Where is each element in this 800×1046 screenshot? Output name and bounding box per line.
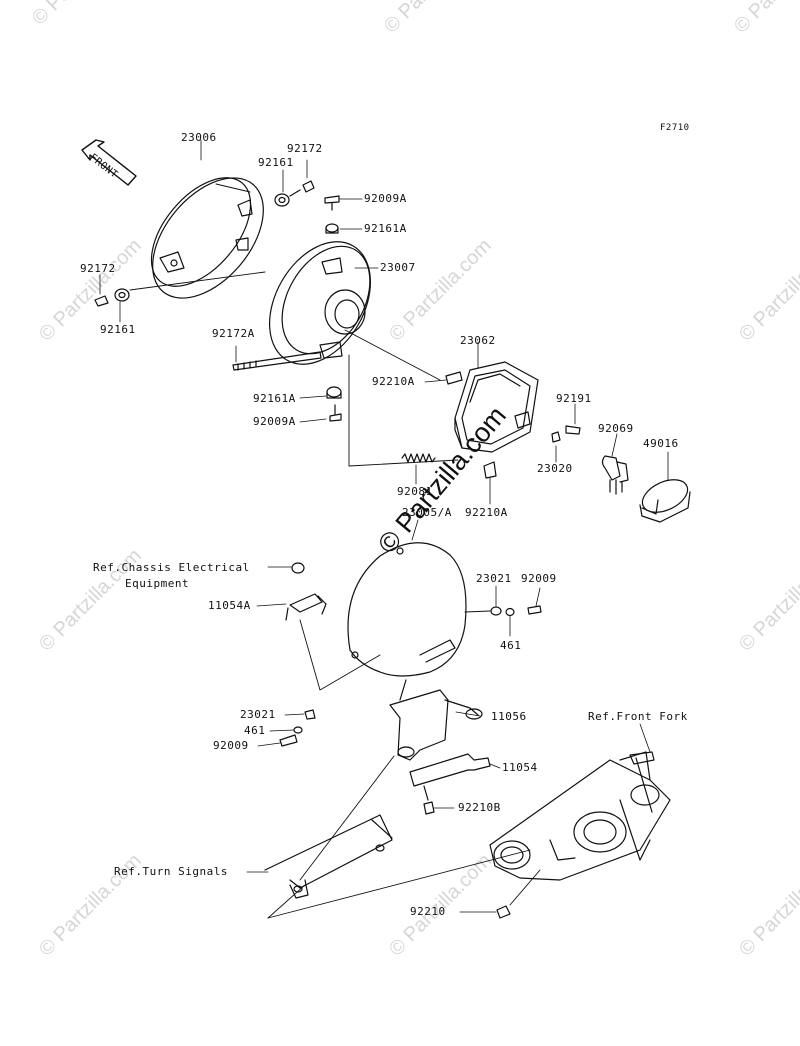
- front-fork-clamp: [489, 751, 671, 881]
- part-label-92172A: 92172A: [212, 327, 255, 340]
- part-label-23006: 23006: [181, 131, 217, 144]
- headlight-unit: [268, 241, 372, 365]
- part-label-92161A: 92161A: [364, 222, 407, 235]
- ref-turn-signals: Ref.Turn Signals: [114, 865, 228, 878]
- nut-92210: [496, 905, 511, 919]
- part-label-92161: 92161: [258, 156, 294, 169]
- part-label-92161A: 92161A: [253, 392, 296, 405]
- part-label-11054A: 11054A: [208, 599, 251, 612]
- clip-92210A-top: [445, 371, 463, 385]
- pin-92191: [565, 425, 581, 435]
- part-label-23007: 23007: [380, 261, 416, 274]
- grommet-92161A-bottom: [326, 386, 342, 399]
- part-label-92009: 92009: [213, 739, 249, 752]
- ref-chassis-electrical: Ref.Chassis Electrical: [93, 561, 250, 574]
- part-label-92172: 92172: [287, 142, 323, 155]
- bracket-11056: [389, 679, 483, 761]
- grommet-92161A-top: [325, 223, 339, 234]
- part-label-23021: 23021: [240, 708, 276, 721]
- part-label-49016: 49016: [643, 437, 679, 450]
- part-label-23021: 23021: [476, 572, 512, 585]
- part-label-11054: 11054: [502, 761, 538, 774]
- dust-cover-49016: [639, 479, 691, 523]
- part-label-461: 461: [244, 724, 266, 737]
- bolt-92009-right: [527, 605, 542, 615]
- part-label-92210A: 92210A: [372, 375, 415, 388]
- part-label-461: 461: [500, 639, 522, 652]
- turn-signal-stay: [264, 814, 393, 899]
- stay-11054: [409, 753, 491, 801]
- bolt-92172A: [232, 351, 322, 371]
- part-label-92210A: 92210A: [465, 506, 508, 519]
- figure-code: F2710: [660, 123, 690, 133]
- clip-92210A-bottom: [483, 461, 497, 479]
- nut-92210B: [423, 801, 435, 815]
- mounting-bracket-23062: [454, 361, 539, 453]
- part-label-92172: 92172: [80, 262, 116, 275]
- part-label-11056: 11056: [491, 710, 527, 723]
- ref-front-fork: Ref.Front Fork: [588, 710, 688, 723]
- screw-92009A-top: [324, 195, 340, 211]
- part-label-23062: 23062: [460, 334, 496, 347]
- washer-461-left: [293, 726, 303, 734]
- grommet-92161-top: [274, 193, 290, 207]
- part-label-92191: 92191: [556, 392, 592, 405]
- part-label-92210B: 92210B: [458, 801, 501, 814]
- screw-92172-top: [289, 180, 315, 197]
- part-label-23005A: 23005/A: [402, 506, 452, 519]
- screw-92172-left: [94, 295, 109, 307]
- ref-chassis-electrical-line2: Equipment: [125, 577, 190, 590]
- front-arrow-icon: [81, 139, 137, 186]
- screw-92009A-bottom: [329, 404, 342, 422]
- part-label-92161: 92161: [100, 323, 136, 336]
- part-label-92069: 92069: [598, 422, 634, 435]
- headlight-rim: [150, 177, 264, 299]
- bulb-92069: [601, 455, 629, 495]
- headlight-cowl-23005A: [347, 542, 467, 677]
- part-label-92009A: 92009A: [364, 192, 407, 205]
- grommet-92161-left: [114, 288, 130, 302]
- spring-92081: [401, 453, 436, 463]
- nut-23021-right: [490, 606, 502, 616]
- part-label-92081: 92081: [397, 485, 433, 498]
- part-label-92009A: 92009A: [253, 415, 296, 428]
- part-label-92009: 92009: [521, 572, 557, 585]
- nut-23020: [551, 431, 561, 443]
- washer-461-right: [505, 607, 515, 617]
- nut-23021-left: [304, 709, 316, 720]
- bolt-92009-left: [279, 734, 298, 747]
- stay-11054A: [285, 562, 327, 621]
- part-label-92210: 92210: [410, 905, 446, 918]
- part-label-23020: 23020: [537, 462, 573, 475]
